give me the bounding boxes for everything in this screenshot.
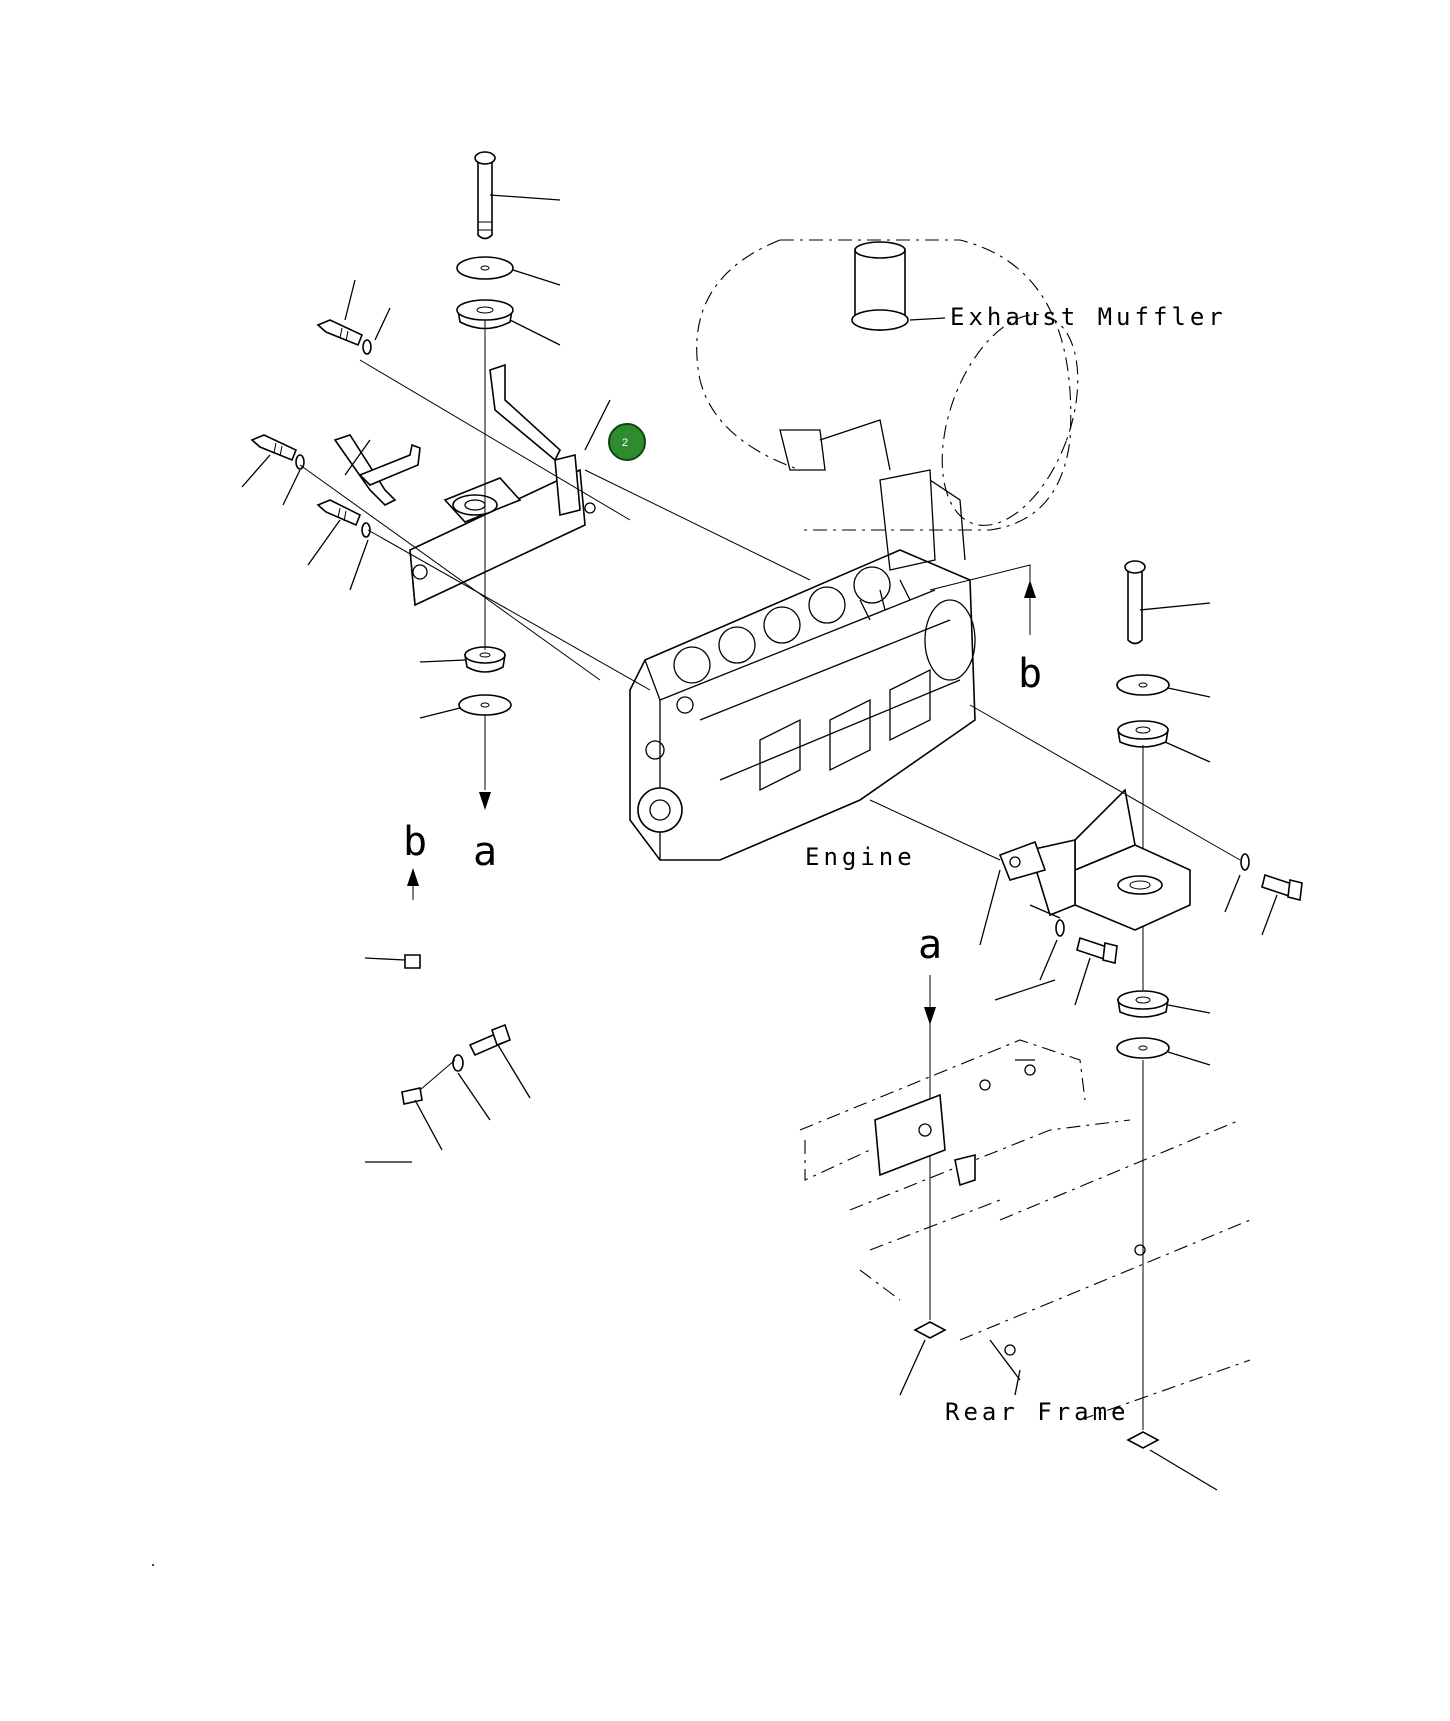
left-support-bracket: [333, 434, 421, 506]
right-mount-stack-lower: [1116, 990, 1218, 1491]
left-mount-stack-bottom: [419, 320, 512, 810]
right-bolts: [969, 704, 1303, 1006]
engine-block: [629, 419, 976, 861]
exhaust-muffler: [696, 239, 1079, 531]
callout-2[interactable]: 2: [608, 423, 646, 461]
engine-label: Engine: [805, 843, 916, 871]
left-mount-stack-top: [456, 151, 561, 346]
reference-b-right: b: [1018, 651, 1042, 697]
right-engine-mount-bracket: [869, 788, 1191, 946]
rear-frame-label: Rear Frame: [945, 1398, 1130, 1426]
exhaust-muffler-label: Exhaust Muffler: [950, 303, 1227, 331]
svg-text:2: 2: [622, 437, 628, 449]
reference-a-left: a: [473, 829, 497, 875]
rear-frame: [799, 979, 1251, 1421]
reference-b-left: b: [403, 819, 427, 865]
dipstick-tube: [292, 868, 531, 1290]
left-bolts: [241, 279, 811, 691]
reference-a-right: a: [918, 922, 942, 968]
left-engine-mount-bracket: [409, 363, 596, 607]
right-mount-bolt-stack: [1116, 560, 1211, 990]
